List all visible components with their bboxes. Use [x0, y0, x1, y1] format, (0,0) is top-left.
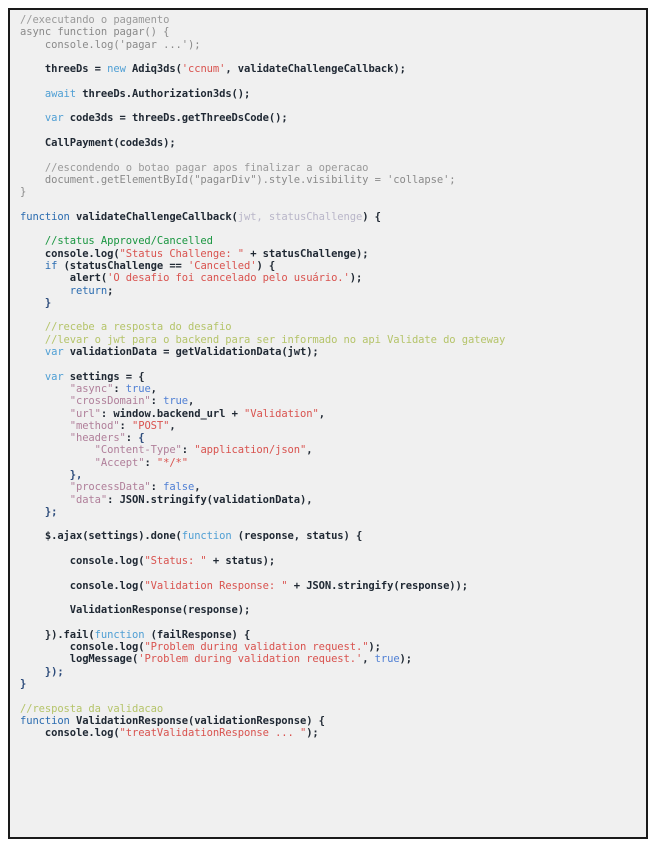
log-validation-response-tail: + JSON.stringify(response));	[287, 579, 468, 592]
if-keyword: if	[20, 259, 64, 272]
log-status-string: "Status: "	[144, 555, 207, 568]
log-status-challenge-call: console.log(	[20, 247, 120, 260]
log-status-call: console.log(	[20, 555, 145, 568]
if-close-brace: }	[20, 296, 52, 309]
threeds-assign-operator: =	[94, 63, 108, 76]
if-condition-lhs: (statusChallenge ==	[63, 259, 188, 272]
log-status-tail: + status);	[206, 555, 276, 568]
fail-handler-call: }).fail(	[20, 628, 95, 641]
threeds-assign-ident: threeDs	[20, 63, 95, 76]
alert-message-string: 'O desafio foi cancelado pelo usuário.'	[107, 272, 350, 285]
new-keyword: new	[107, 63, 133, 76]
validatechallengecallback-params: jwt, statusChallenge	[237, 210, 363, 223]
treat-log-string: "treatValidationResponse ... "	[119, 727, 307, 740]
fail-close-brace: });	[20, 665, 64, 678]
function-pagar-signature: async function pagar() {	[20, 26, 170, 39]
treat-log-tail: );	[306, 727, 319, 740]
comment-resposta: //resposta da validacao	[20, 702, 164, 715]
callback-argument: , validateChallengeCallback);	[225, 63, 406, 76]
value-url-string: "Validation"	[244, 407, 319, 420]
value-crossdomain: true	[163, 395, 188, 408]
comment-escondendo: //escondendo o botao pagar apos finaliza…	[20, 161, 369, 174]
function-keyword-validationresponse: function	[20, 714, 76, 727]
log-status-challenge-string: "Status Challenge: "	[119, 247, 245, 260]
logmessage-string: 'Problem during validation request.'	[138, 653, 363, 666]
key-method: "method"	[20, 419, 120, 432]
fail-log-tail: );	[368, 641, 381, 654]
alert-call: alert(	[20, 272, 108, 285]
fail-function-keyword: function	[94, 628, 151, 641]
comment-recebe: //recebe a resposta do desafio	[20, 321, 232, 334]
alert-tail: );	[349, 272, 363, 285]
function-keyword-validate: function	[20, 210, 76, 223]
key-headers: "headers"	[20, 432, 126, 445]
key-async: "async"	[20, 382, 114, 395]
log-status-challenge-tail: + statusChallenge);	[243, 247, 369, 260]
validationresponse-signature: ValidationResponse(validationResponse) {	[76, 714, 325, 727]
cancelled-string: 'Cancelled'	[188, 259, 257, 272]
key-data: "data"	[20, 493, 108, 506]
logmessage-comma: ,	[362, 653, 375, 666]
logmessage-call: logMessage(	[20, 653, 139, 666]
document-visibility-statement: document.getElementById("pagarDiv").styl…	[20, 173, 456, 186]
comment-executando: //executando o pagamento	[20, 14, 170, 26]
comment-levar: //levar o jwt para o backend para ser in…	[20, 333, 506, 346]
treat-log-call: console.log(	[20, 727, 120, 740]
ccnum-string: 'ccnum'	[181, 63, 226, 76]
var-keyword-validationdata: var	[20, 346, 70, 359]
validatechallengecallback-tail: ) {	[362, 210, 381, 223]
value-processdata: false	[163, 481, 195, 494]
value-content-type: "application/json"	[194, 444, 307, 457]
value-method: "POST"	[132, 419, 170, 432]
if-condition-tail: ) {	[256, 259, 276, 272]
function-pagar-close: }	[20, 186, 27, 199]
ajax-done-call: $.ajax(settings).done(	[20, 530, 182, 543]
code-block: //executando o pagamento async function …	[8, 8, 648, 839]
validationdata-assignment: validationData = getValidationData(jwt);	[69, 346, 319, 359]
adiq3ds-constructor: Adiq3ds(	[132, 63, 182, 76]
logmessage-tail: );	[399, 653, 413, 666]
ajax-function-params: (response, status) {	[237, 530, 363, 543]
value-accept: "*/*"	[156, 456, 188, 469]
await-keyword: await	[20, 87, 83, 100]
validationresponse-call: ValidationResponse(response);	[20, 604, 251, 617]
authorization3ds-call: threeDs.Authorization3ds();	[82, 87, 251, 100]
logmessage-true: true	[374, 653, 400, 666]
fail-log-call: console.log(	[20, 641, 145, 654]
key-url: "url"	[20, 407, 101, 420]
return-semicolon: ;	[107, 284, 114, 297]
validatechallengecallback-name: validateChallengeCallback(	[76, 210, 238, 223]
code-content: //executando o pagamento async function …	[20, 14, 506, 740]
code3ds-assignment: code3ds = threeDs.getThreeDsCode();	[69, 112, 288, 125]
key-processdata: "processData"	[20, 481, 151, 494]
return-keyword: return	[20, 284, 108, 297]
console-log-pagar: console.log('pagar ...');	[20, 38, 201, 51]
ajax-function-keyword: function	[181, 530, 238, 543]
value-data-stringify: JSON.stringify(validationData),	[119, 493, 313, 506]
callpayment-call: CallPayment(code3ds);	[20, 136, 176, 149]
comment-status-approved: //status Approved/Cancelled	[20, 235, 213, 248]
headers-close-brace: },	[20, 468, 83, 481]
fail-function-params: (failResponse) {	[150, 628, 251, 641]
log-validation-response-call: console.log(	[20, 579, 145, 592]
key-crossdomain: "crossDomain"	[20, 395, 151, 408]
log-validation-response-string: "Validation Response: "	[144, 579, 288, 592]
function-validate-close-brace: }	[20, 678, 27, 691]
fail-log-string: "Problem during validation request."	[144, 641, 369, 654]
value-url-plus: +	[231, 407, 245, 420]
settings-close-brace: };	[20, 505, 58, 518]
key-accept: "Accept"	[20, 456, 145, 469]
key-content-type: "Content-Type"	[20, 444, 182, 457]
var-keyword-settings: var	[20, 370, 70, 383]
value-async: true	[125, 382, 151, 395]
var-keyword-code3ds: var	[20, 112, 70, 125]
settings-assignment: settings = {	[69, 370, 145, 383]
value-url-ident: window.backend_url	[113, 407, 232, 420]
